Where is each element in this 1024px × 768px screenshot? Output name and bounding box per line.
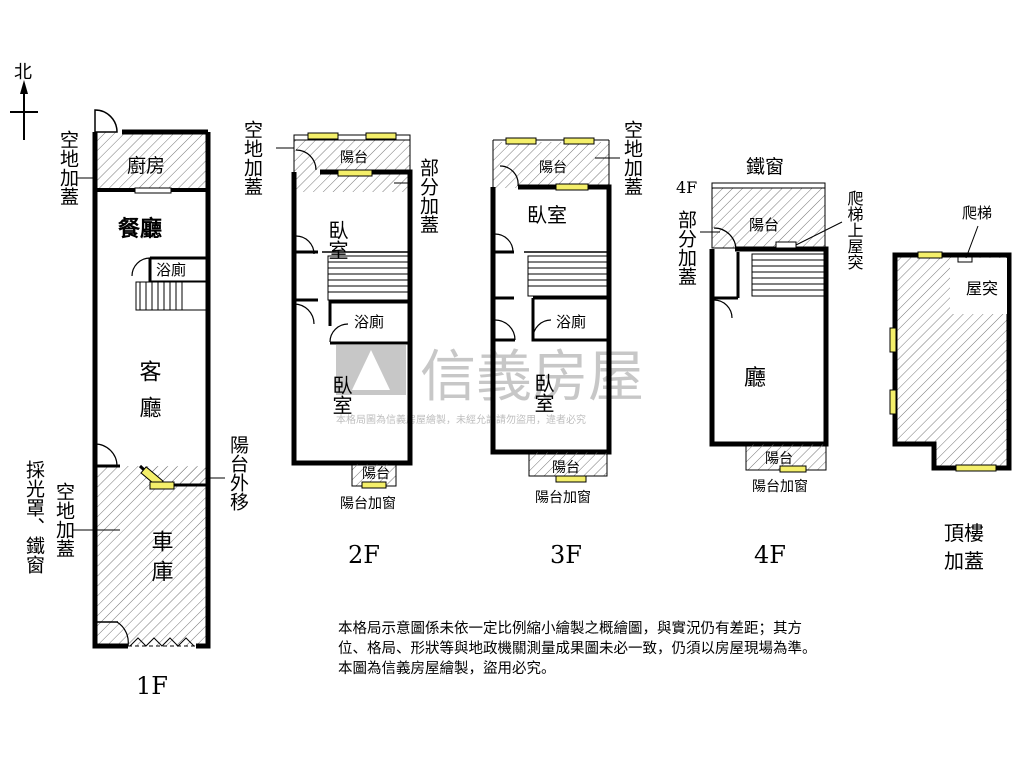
f4-note-left: 部分加蓋 <box>675 210 697 286</box>
f4-hall-label: 廳 <box>744 366 766 391</box>
watermark-notice: 本格局圖為信義房屋繪製，未經允許請勿盜用，違者必究 <box>336 413 586 426</box>
f2-note-right: 部分加蓋 <box>417 158 439 234</box>
f2-balcony-bottom-label: 陽台 <box>362 466 390 482</box>
kitchen-door-icon <box>94 109 118 133</box>
f2-bath-label: 浴廁 <box>354 313 384 331</box>
f2-balcony-label: 陽台 <box>340 150 368 166</box>
f4-iron-window-label: 鐵窗 <box>746 156 784 178</box>
f3-caption: 3F <box>550 541 582 569</box>
floor-3f: 陽台 臥室 浴廁 臥室 陽台 陽台加窗 空地加蓋 3F <box>490 120 643 569</box>
f4-balcony-label: 陽台 <box>749 216 779 234</box>
f3-bath-label: 浴廁 <box>556 313 586 331</box>
floor-1f: 廚房 餐廳 浴廁 客廳 車庫 空地加蓋 採光罩、鐵窗 空地加蓋 陽台外移 1F <box>23 109 249 700</box>
roof-caption-line1: 頂樓 <box>944 521 984 545</box>
living-label: 客廳 <box>136 360 162 432</box>
roof-caption-line2: 加蓋 <box>944 549 984 573</box>
floor-2f: 陽台 臥室 浴廁 臥室 陽台 陽台加窗 空地加蓋 部分加蓋 2F <box>241 120 439 569</box>
disclaimer-line2: 位、格局、形狀等與地政機關測量成果圖未必一致，仍須以房屋現場為準。 <box>338 641 817 657</box>
floor-4f: 鐵窗 陽台 廳 陽台 陽台加窗 4F 部分加蓋 爬梯上屋突 4F <box>675 156 864 569</box>
f2-note-left: 空地加蓋 <box>241 120 263 196</box>
f4-balcony-window-label: 陽台加窗 <box>752 478 808 495</box>
f4-note-left-head: 4F <box>676 178 697 197</box>
f3-note-right: 空地加蓋 <box>621 120 643 196</box>
f2-caption: 2F <box>348 541 380 569</box>
garage-label: 車庫 <box>148 530 174 590</box>
floor-roof: 爬梯 屋突 頂樓 加蓋 <box>889 204 1012 573</box>
f1-bath-label: 浴廁 <box>156 261 186 279</box>
f2-bedroom-bottom-label: 臥室 <box>329 375 353 415</box>
f1-note-left-bottom1: 採光罩、鐵窗 <box>23 460 45 574</box>
f1-note-left-bottom2: 空地加蓋 <box>53 482 75 558</box>
f2-bedroom-top-label: 臥室 <box>325 220 349 260</box>
f2-balcony-window-label: 陽台加窗 <box>340 495 396 512</box>
disclaimer-line3: 本圖為信義房屋繪製，盜用必究。 <box>338 661 556 677</box>
compass-north-label: 北 <box>14 62 32 83</box>
roof-ladder-label: 爬梯 <box>962 204 992 222</box>
compass: 北 <box>10 62 38 140</box>
watermark: 信義房屋 本格局圖為信義房屋繪製，未經允許請勿盜用，違者必究 <box>336 345 644 426</box>
f3-balcony-label: 陽台 <box>539 160 567 176</box>
f4-note-right: 爬梯上屋突 <box>845 190 864 270</box>
roof-protrusion-label: 屋突 <box>966 279 998 298</box>
f3-bedroom-top-label: 臥室 <box>527 203 567 227</box>
f3-bedroom-bottom-label: 臥室 <box>531 373 555 413</box>
f1-caption: 1F <box>136 672 168 700</box>
f4-caption: 4F <box>754 541 786 569</box>
north-arrow-icon <box>20 80 28 94</box>
f3-balcony-window-label: 陽台加窗 <box>535 489 591 506</box>
disclaimer-line1: 本格局示意圖係未依一定比例縮小繪製之概繪圖，與實況仍有差距；其方 <box>338 621 802 637</box>
kitchen-label: 廚房 <box>127 154 165 177</box>
f3-balcony-bottom-label: 陽台 <box>552 460 580 476</box>
f4-balcony-bottom-label: 陽台 <box>765 451 793 467</box>
disclaimer: 本格局示意圖係未依一定比例縮小繪製之概繪圖，與實況仍有差距；其方 位、格局、形狀… <box>338 619 938 679</box>
f1-note-right: 陽台外移 <box>227 435 249 511</box>
f1-note-left-top: 空地加蓋 <box>57 130 79 206</box>
dining-label: 餐廳 <box>118 216 162 242</box>
